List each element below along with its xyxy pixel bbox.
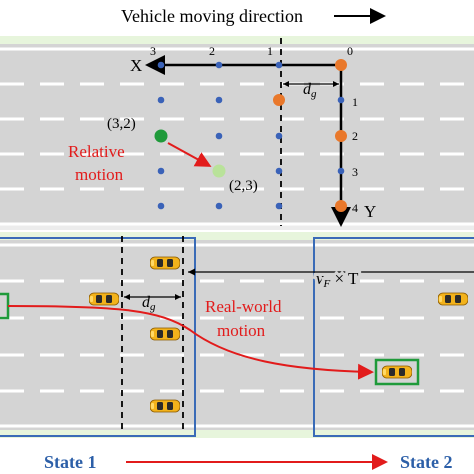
top-road [0,36,474,230]
title: Vehicle moving direction [121,6,303,26]
point-a-label: (3,2) [107,116,136,132]
bottom-gap-label: dg [142,294,156,313]
ego-highlight-state2 [374,358,420,386]
car-5 [438,292,468,306]
relative-motion-label-2: motion [75,165,124,184]
point-b-dot [212,164,226,178]
real-world-label-1: Real-world [205,297,282,316]
car-3 [150,327,180,341]
row-label-3: 3 [352,165,358,179]
col-label-1: 1 [267,44,273,58]
top-gap-label: dg [303,81,317,100]
car-ego-state2 [382,365,412,379]
vehicle-dots [273,59,347,212]
car-4 [150,399,180,413]
state1-label: State 1 [44,452,97,472]
col-label-3: 3 [150,44,156,58]
real-world-label-2: motion [217,321,266,340]
grid-dots [157,61,345,210]
row-label-2: 2 [352,129,358,143]
x-axis-label: X [130,56,142,75]
row-label-1: 1 [352,95,358,109]
point-b-label: (2,3) [229,178,258,194]
state1-frame [0,237,196,437]
col-label-2: 2 [209,44,215,58]
relative-motion-label-1: Relative [68,142,125,161]
row-label-4: 4 [352,201,358,215]
y-axis-label: Y [364,202,376,221]
col-label-0: 0 [347,44,353,58]
state2-frame [313,237,474,437]
real-world-motion-arrow [7,305,374,380]
state2-label: State 2 [400,452,453,472]
car-2 [89,292,119,306]
point-a-dot [154,129,168,143]
speed-distance-label: vF × T [316,269,359,290]
car-1 [150,256,180,270]
relative-motion-arrow [167,142,212,167]
